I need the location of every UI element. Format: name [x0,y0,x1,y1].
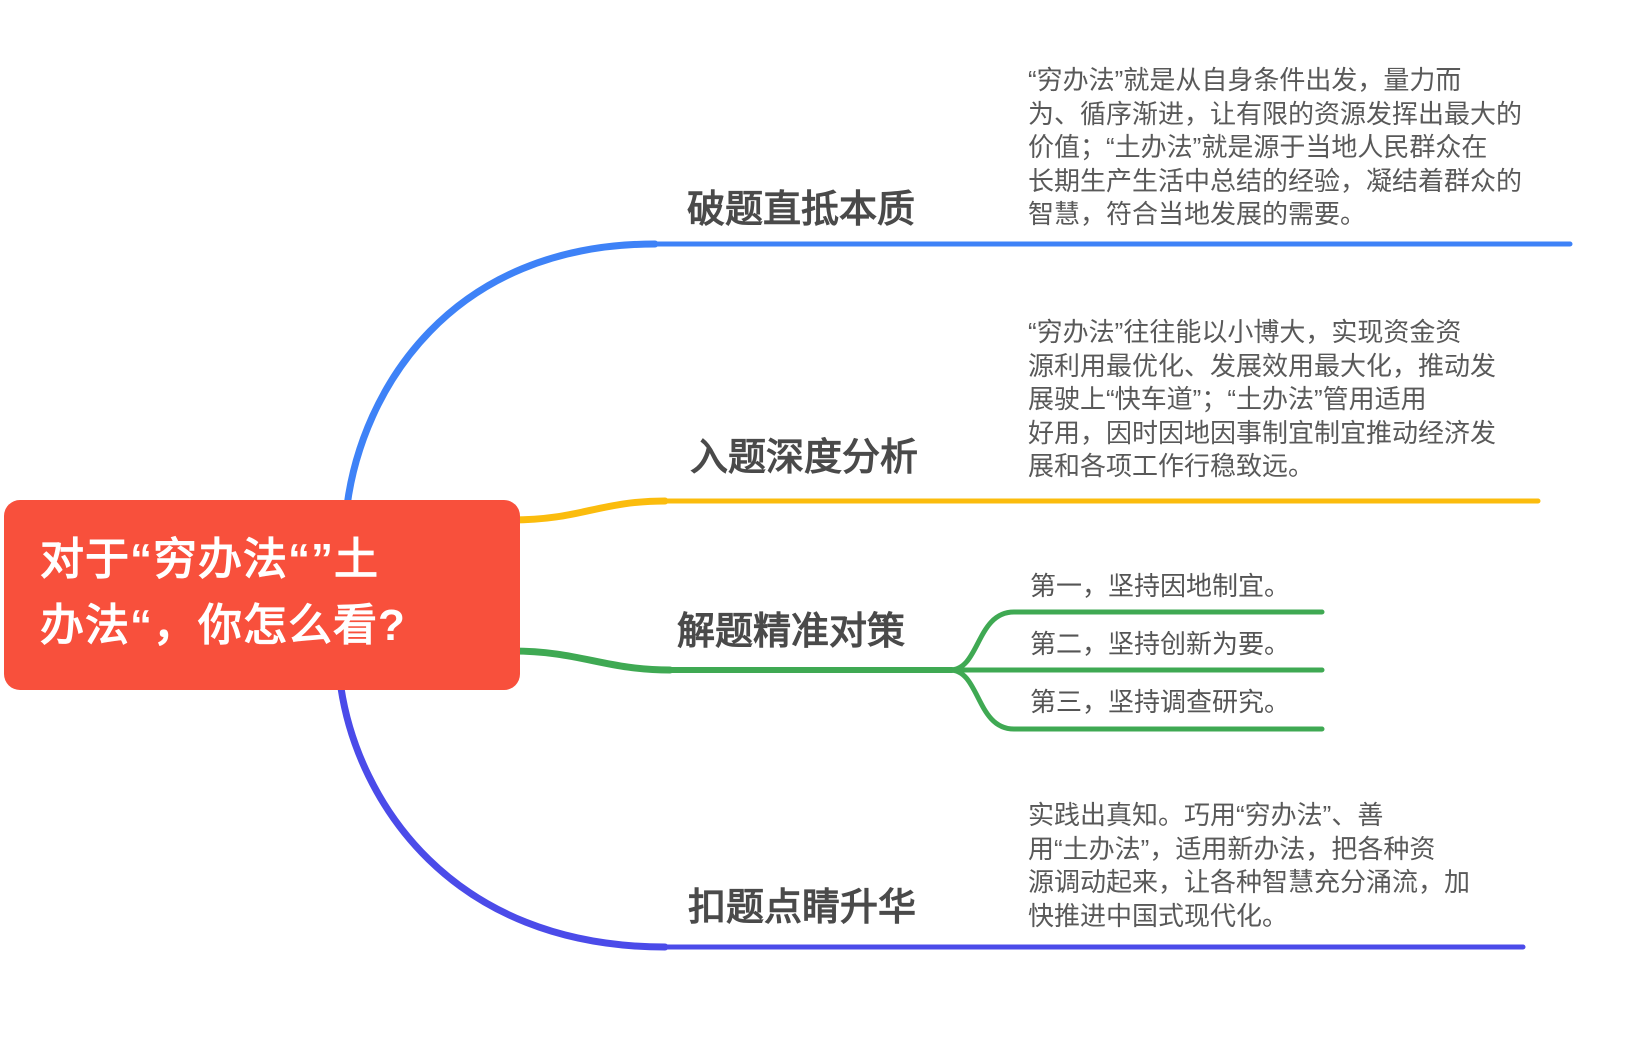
branch1-curve [343,240,659,510]
note-text-poti[interactable]: “穷办法”就是从自身条件出发，量力而 为、循序渐进，让有限的资源发挥出最大的 价… [1028,65,1523,229]
branch-label-poti[interactable]: 破题直抵本质 [687,189,916,231]
branch3-fork-up [947,609,1325,673]
branch-label-kouti[interactable]: 扣题点睛升华 [688,887,917,929]
branch2-curve [508,497,669,524]
subtopic-third[interactable]: 第三，坚持调查研究。 [1030,687,1291,717]
note-text-kouti[interactable]: 实践出真知。巧用“穷办法”、善 用“土办法”，适用新办法，把各种资 源调动起来，… [1028,800,1471,931]
branch4-curve [337,684,669,951]
branch-label-jieti[interactable]: 解题精准对策 [677,611,906,653]
branch3-curve [508,647,674,674]
subtopic-first[interactable]: 第一，坚持因地制宜。 [1030,571,1291,601]
branch3-fork-down [947,667,1325,732]
subtopic-second[interactable]: 第二，坚持创新为要。 [1030,629,1291,659]
branch-label-ruti[interactable]: 入题深度分析 [690,437,919,479]
central-topic-node[interactable]: 对于“穷办法“”土 办法“，你怎么看? [4,500,520,690]
note-text-ruti[interactable]: “穷办法”往往能以小博大，实现资金资 源利用最优化、发展效用最大化，推动发 展驶… [1028,317,1497,481]
